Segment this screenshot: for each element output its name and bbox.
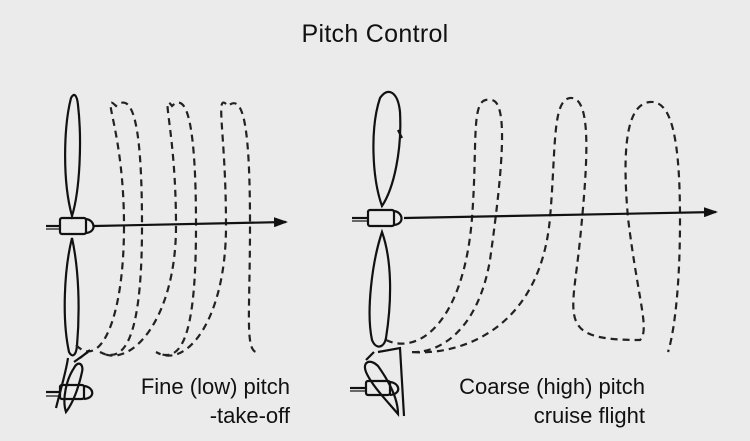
fine-pitch-label-line2: -take-off — [209, 403, 290, 428]
fine-propeller-upper-blade — [64, 93, 82, 220]
diagram-title: Pitch Control — [301, 20, 449, 48]
coarse-helix-path — [385, 96, 682, 354]
coarse-propeller-hub — [366, 208, 396, 228]
fine-pitch-label-line1: Fine (low) pitch — [140, 374, 290, 399]
coarse-propeller — [352, 90, 403, 348]
fine-propeller — [46, 93, 95, 357]
fine-pitch-label: Fine (low) pitch -take-off — [100, 372, 290, 430]
coarse-propeller-spinner — [393, 209, 403, 227]
fine-airfoil — [63, 362, 84, 415]
coarse-thrust-arrow — [403, 207, 718, 220]
fine-propeller-spinner — [85, 217, 95, 235]
fine-thrust-arrow — [93, 217, 288, 228]
coarse-propeller-lower-blade — [368, 228, 392, 348]
coarse-pitch-group — [350, 90, 718, 418]
fine-blade-section — [46, 349, 94, 415]
coarse-pitch-label: Coarse (high) pitch cruise flight — [415, 372, 645, 430]
fine-propeller-lower-blade — [63, 237, 80, 357]
coarse-propeller-upper-blade — [372, 90, 402, 209]
fine-propeller-hub — [58, 216, 88, 236]
coarse-airfoil — [363, 360, 400, 418]
coarse-pitch-label-line1: Coarse (high) pitch — [459, 374, 645, 399]
fine-pitch-group — [46, 93, 288, 415]
coarse-pitch-label-line2: cruise flight — [533, 403, 645, 428]
fine-helix-path — [75, 101, 261, 357]
coarse-blade-section — [350, 346, 406, 418]
